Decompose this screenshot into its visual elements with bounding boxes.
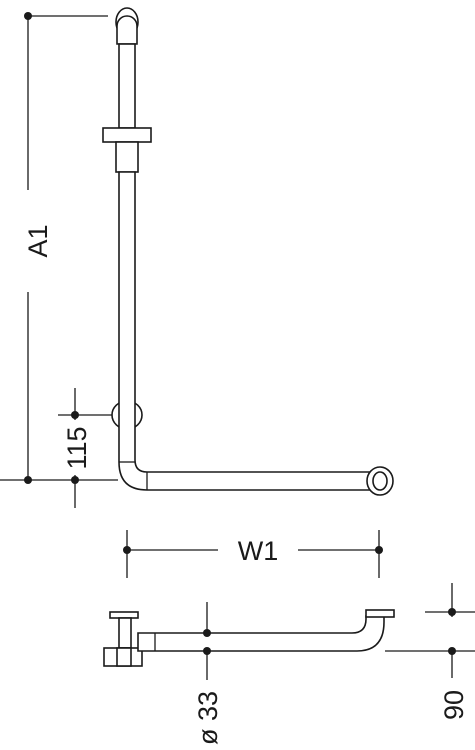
dimension-a1: A1 xyxy=(0,12,118,484)
dimension-w1-label: W1 xyxy=(238,536,279,566)
vertical-tube-upper xyxy=(118,43,136,129)
dimension-90-label: 90 xyxy=(439,690,469,720)
dimension-115: 115 xyxy=(58,388,112,508)
side-tube xyxy=(137,615,385,652)
holder-flange-top xyxy=(109,611,139,619)
end-flange xyxy=(365,609,395,618)
dimension-115-label: 115 xyxy=(62,426,92,469)
sliding-holder xyxy=(102,127,152,143)
vertical-tube-top xyxy=(116,15,138,45)
holder-neck xyxy=(118,617,132,649)
side-view: ø 33 90 xyxy=(103,583,475,745)
dimension-w1: W1 xyxy=(123,530,383,578)
dimension-a1-label: A1 xyxy=(23,224,53,257)
sliding-holder-body xyxy=(115,141,139,173)
front-view xyxy=(102,7,394,496)
l-bar-tube xyxy=(118,171,381,491)
dimension-diameter-label: ø 33 xyxy=(193,691,223,745)
